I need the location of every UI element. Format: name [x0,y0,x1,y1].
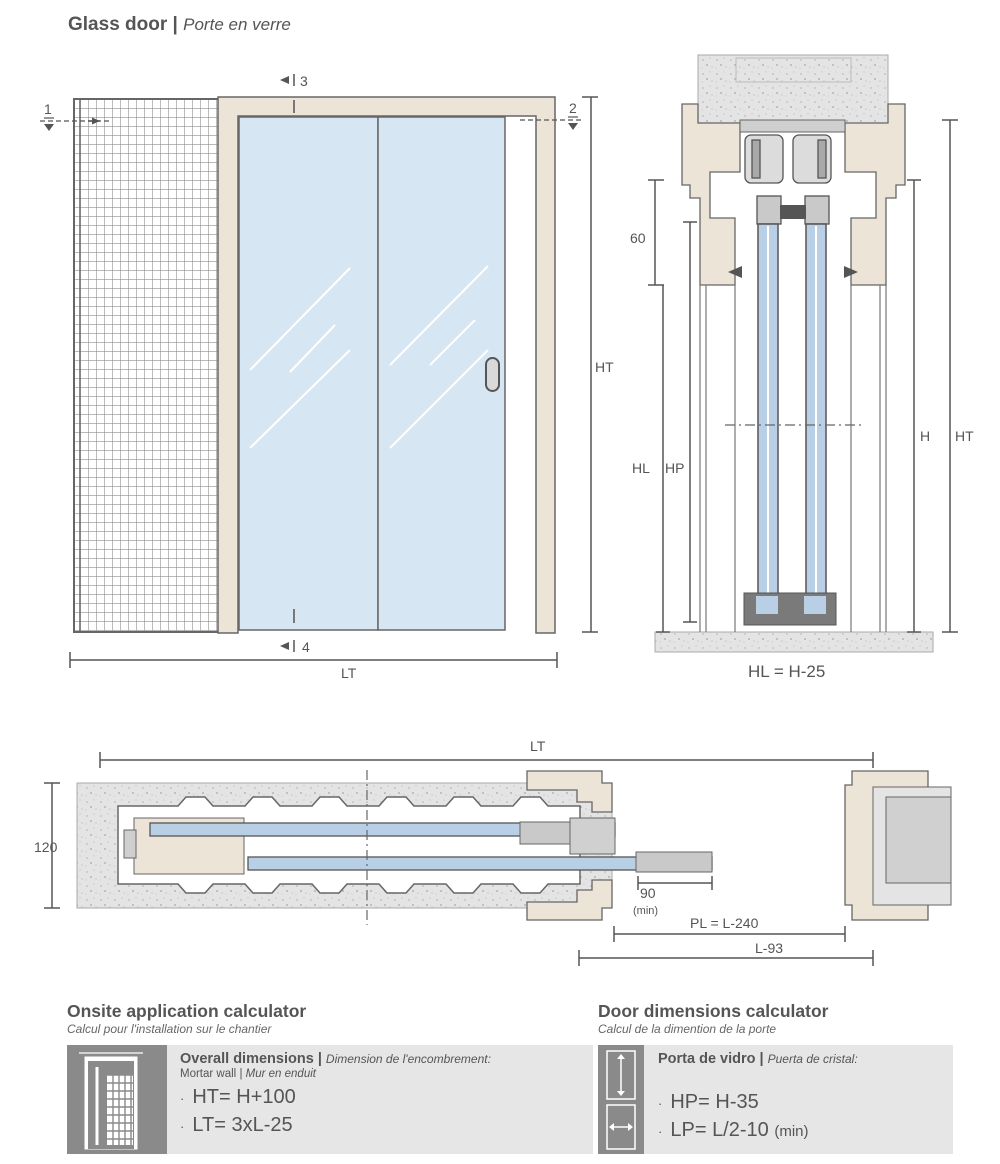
plan-width-label: LT [530,738,546,754]
onsite-calculator-heading: Onsite application calculator Calcul pou… [67,1001,306,1036]
line-separator: | [239,1068,243,1080]
formula-op: = [698,1091,710,1113]
pocket-frame-icon [67,1045,167,1154]
onsite-calculator-text: Overall dimensions | Dimension de l'enco… [180,1051,491,1140]
door-calculator-subtitle: Calcul de la dimention de la porte [598,1022,777,1036]
door-calculator-title: Door dimensions calculator [598,1001,829,1021]
formula-rhs: 3xL-25 [231,1114,293,1136]
gap-top-label: 3 [300,73,308,89]
glass-reflections [249,265,489,449]
glass-leaf-left [238,116,379,631]
overall-dimensions-fr: Dimension de l'encombrement: [325,1052,491,1066]
section-h-label: H [920,428,930,444]
formula-rhs: H+100 [236,1086,296,1108]
formula-lp: · LP= L/2-10 (min) [658,1117,858,1145]
section-formula-label: HL = H-25 [748,662,825,681]
puerta-de-cristal: Puerta de cristal: [767,1052,858,1066]
title-fr: Porte en verre [183,15,291,34]
section-hp-label: HP [665,460,684,476]
title-en: Glass door [68,14,168,35]
bullet: · [658,1124,663,1139]
plan-pl-label: PL = L-240 [690,915,759,931]
title-separator: | [317,1051,322,1067]
elevation-width-label: LT [341,665,357,681]
plan-min-gap-label: 90 [640,885,656,901]
mortar-wall-fr: Mur en enduit [245,1068,316,1080]
plan-l93-label: L-93 [755,940,783,956]
plan-view [44,752,952,966]
bullet: · [180,1091,185,1106]
door-calculator-text: Porta de vidro | Puerta de cristal: ·HP=… [658,1051,858,1145]
section-ht-label: HT [955,428,974,444]
door-handle [485,357,500,392]
glass-leaf-right [377,116,506,631]
formula-rhs: H-35 [715,1091,759,1113]
plan-min-note: (min) [633,905,658,917]
bullet: · [658,1096,663,1111]
formula-ht: · HT= H+100 [180,1084,491,1112]
door-frame [217,96,556,634]
door-calculator-card: Porta de vidro | Puerta de cristal: ·HP=… [598,1045,953,1154]
formula-note: (min) [774,1123,809,1140]
section-hl-label: HL [632,460,650,476]
door-calculator-heading: Door dimensions calculator Calcul de la … [598,1001,828,1036]
section-view [648,54,958,653]
onsite-calculator-title: Onsite application calculator [67,1001,307,1021]
bullet: · [180,1119,185,1134]
gap-bottom-label: 4 [302,639,310,655]
onsite-calculator-card: Overall dimensions | Dimension de l'enco… [67,1045,593,1154]
pocket-grid [73,98,221,633]
elevation-height-label: HT [595,359,614,375]
formula-op: = [214,1114,226,1136]
formula-lt: · LT= 3xL-25 [180,1112,491,1140]
title-separator: | [759,1051,764,1067]
plan-thickness-label: 120 [34,839,58,855]
elevation-view [40,74,598,668]
door-dimension-icon [598,1045,644,1154]
page-title: Glass door | Porte en verre [68,14,291,36]
porta-de-vidro-title: Porta de vidro [658,1051,756,1067]
formula-op: = [219,1086,231,1108]
formula-lhs: LT [192,1114,215,1136]
formula-rhs: L/2-10 [712,1119,769,1141]
formula-op: = [694,1119,707,1141]
formula-hp: · HP= H-35 [658,1089,858,1117]
onsite-calculator-subtitle: Calcul pour l'installation sur le chanti… [67,1022,272,1036]
mortar-wall-label: Mortar wall [180,1068,237,1080]
section-top-dim-label: 60 [630,230,646,246]
overall-dimensions-title: Overall dimensions [180,1051,314,1067]
title-separator: | [172,14,178,35]
right-mark-label: 2 [569,100,577,116]
formula-lhs: LP [670,1119,695,1141]
formula-lhs: HP [670,1091,699,1113]
formula-lhs: HT [192,1086,220,1108]
left-mark-label: 1 [44,101,52,117]
